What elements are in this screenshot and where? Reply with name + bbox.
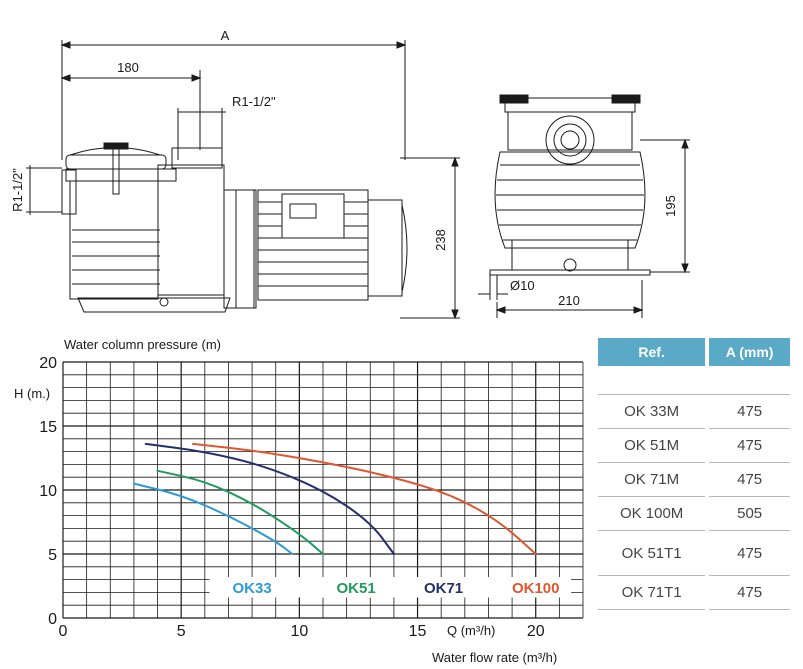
table-cell-a: 505: [709, 496, 790, 531]
width-210-label: 210: [558, 293, 580, 308]
table-cell-ref: OK 71M: [598, 462, 706, 497]
table-cell-a: 475: [709, 462, 790, 497]
series-line-ok33: [132, 482, 294, 555]
series-line-ok100: [192, 442, 537, 555]
chart-grid: [62, 361, 584, 619]
legend-label-ok33: OK33: [232, 580, 271, 597]
series-line-ok51: [156, 469, 324, 555]
height-195-label: 195: [663, 195, 678, 217]
table-cell-a: 475: [709, 575, 790, 610]
x-tick-label: 20: [527, 623, 545, 640]
y-tick-label: 10: [39, 483, 57, 500]
x-axis-label: Water flow rate (m³/h): [432, 650, 557, 665]
inlet-thread-label: R1-1/2": [10, 168, 25, 212]
series-lines: [132, 442, 537, 555]
legend-label-ok100: OK100: [512, 580, 560, 597]
axis-ticks: 0 5 10 15 20 0 5 10 15 20: [39, 355, 545, 640]
dimension-a-label: A: [221, 28, 230, 43]
column-header-a-mm: A (mm): [709, 338, 790, 366]
column-header-ref: Ref.: [598, 338, 706, 366]
pump-performance-chart: Water column pressure (m) H (m.) 0 5 10 15 2…: [14, 337, 584, 665]
table-cell-a: 475: [709, 530, 790, 576]
table-cell-a: 475: [709, 428, 790, 463]
y-tick-label: 20: [39, 355, 57, 372]
bolt-diameter-label: Ø10: [510, 278, 535, 293]
y-axis-label: H (m.): [14, 386, 50, 401]
x-tick-label: 10: [290, 623, 308, 640]
y-tick-label: 5: [48, 547, 57, 564]
height-238-label: 238: [433, 229, 448, 251]
dimension-180-label: 180: [117, 60, 139, 75]
chart-legend: OK33 OK51 OK71 OK100: [209, 577, 572, 598]
series-line-ok71: [144, 442, 395, 555]
chart-title: Water column pressure (m): [64, 337, 221, 352]
table-cell-a: 475: [709, 394, 790, 429]
x-tick-label: 0: [59, 623, 68, 640]
y-tick-label: 0: [48, 611, 57, 628]
outlet-thread-label: R1-1/2": [232, 94, 276, 109]
table-cell-ref: OK 100M: [598, 496, 706, 531]
table-cell-ref: OK 51M: [598, 428, 706, 463]
y-tick-label: 15: [39, 419, 57, 436]
x-tick-label: 15: [409, 623, 427, 640]
table-cell-ref: OK 71T1: [598, 575, 706, 610]
table-cell-ref: OK 33M: [598, 394, 706, 429]
legend-label-ok51: OK51: [336, 580, 375, 597]
table-cell-ref: OK 51T1: [598, 530, 706, 576]
legend-label-ok71: OK71: [424, 580, 463, 597]
x-axis-inline-label: Q (m³/h): [447, 623, 495, 638]
pump-technical-drawing: A 180 R1-1/2" R1-1/2" 238 195 Ø10 210: [10, 28, 690, 320]
x-tick-label: 5: [177, 623, 186, 640]
legend-background: [209, 577, 572, 598]
table-header-row: Ref. A (mm): [598, 338, 790, 366]
